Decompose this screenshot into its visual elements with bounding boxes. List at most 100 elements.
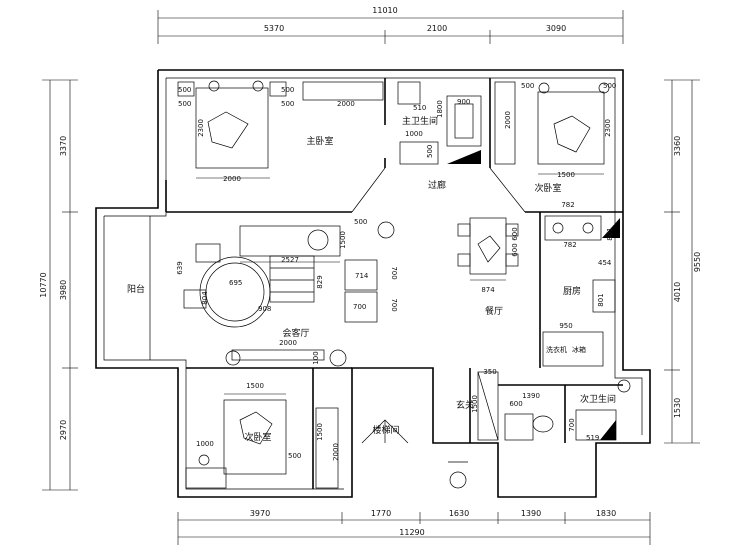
right-dim-1: 3360 — [673, 136, 682, 156]
right-dim-2: 4010 — [673, 282, 682, 302]
sw-desk — [185, 467, 227, 489]
bottom-dim-2: 1770 — [371, 509, 391, 518]
svg-text:519: 519 — [586, 434, 599, 442]
kitchen-stove — [544, 215, 602, 241]
dining-label: 餐厅 — [485, 305, 503, 317]
svg-text:2300: 2300 — [197, 119, 205, 137]
guest-basin — [532, 415, 554, 433]
svg-text:500: 500 — [288, 452, 301, 460]
master-bedroom-label: 主卧室 — [306, 135, 333, 147]
svg-text:801: 801 — [606, 227, 614, 240]
left-dim-2: 3980 — [59, 280, 68, 300]
wash-basin — [399, 141, 439, 165]
svg-text:500: 500 — [354, 218, 367, 226]
fridge-label: 冰箱 — [572, 345, 586, 354]
lounge-chair — [195, 243, 221, 263]
stair-label: 楼梯间 — [372, 424, 399, 436]
svg-text:639: 639 — [176, 261, 184, 274]
svg-text:782: 782 — [561, 201, 574, 209]
kitchen-label: 厨房 — [563, 285, 581, 297]
ne-bed — [537, 91, 605, 165]
balcony-label: 阳台 — [127, 283, 145, 295]
person-figure-entry — [449, 471, 467, 489]
svg-text:600: 600 — [509, 400, 522, 408]
side-chair — [183, 289, 207, 309]
master-wardrobe — [302, 81, 384, 101]
svg-text:1390: 1390 — [522, 392, 540, 400]
kitchen: 782 782 454 801 801 950 洗衣机 冰箱 厨房 — [542, 201, 620, 367]
tv-cabinet — [231, 349, 325, 361]
ne-bedroom-label: 次卧室 — [534, 182, 561, 194]
right-dimension: 3360 4010 1530 9550 — [664, 79, 702, 444]
guest-bath-label: 次卫生间 — [580, 393, 616, 405]
svg-text:829: 829 — [316, 275, 324, 288]
svg-text:500: 500 — [178, 100, 191, 108]
svg-text:700: 700 — [353, 303, 366, 311]
bottom-dim-4: 1390 — [521, 509, 541, 518]
svg-text:900: 900 — [457, 98, 470, 106]
svg-text:600: 600 — [511, 227, 519, 240]
top-dim-3: 3090 — [546, 24, 566, 33]
dining-table — [469, 217, 507, 275]
toilet — [397, 81, 421, 105]
svg-text:600: 600 — [511, 243, 519, 256]
round-stool — [329, 349, 347, 367]
right-total-dim: 9550 — [693, 252, 702, 272]
kitchen-counter-lower — [542, 331, 604, 367]
svg-text:804: 804 — [201, 291, 209, 305]
left-total-dim: 10770 — [39, 272, 48, 297]
svg-text:500: 500 — [178, 86, 191, 94]
svg-text:1500: 1500 — [316, 423, 324, 441]
nightstand-right — [269, 81, 287, 97]
top-dimension: 11010 5370 2100 3090 — [157, 6, 624, 44]
bottom-dim-1: 3970 — [250, 509, 270, 518]
svg-text:700: 700 — [568, 418, 576, 431]
svg-text:454: 454 — [598, 259, 612, 267]
ne-second-bedroom: 500 500 2000 2300 1500 次卧室 — [494, 81, 616, 194]
right-dim-3: 1530 — [673, 398, 682, 418]
svg-text:2000: 2000 — [223, 175, 241, 183]
armchair-b — [344, 291, 378, 323]
svg-text:908: 908 — [258, 305, 271, 313]
master-bath-label: 主卫生间 — [402, 115, 438, 127]
shower-head-icon — [617, 379, 631, 393]
sw-bed — [223, 399, 287, 475]
svg-text:1500: 1500 — [471, 395, 479, 413]
master-bath: 900 1000 510 500 1800 主卫生间 — [397, 81, 482, 165]
left-dim-1: 3370 — [59, 136, 68, 156]
guest-bath: 600 1390 519 700 次卫生间 — [504, 379, 631, 442]
nightstand-left — [177, 81, 195, 97]
svg-text:500: 500 — [521, 82, 534, 90]
svg-text:700: 700 — [390, 298, 398, 311]
exterior-walls — [95, 69, 651, 498]
bottom-dim-5: 1830 — [596, 509, 616, 518]
top-dim-2: 2100 — [427, 24, 447, 33]
sw-wardrobe — [315, 407, 339, 489]
ne-wardrobe — [494, 81, 516, 165]
svg-text:500: 500 — [426, 145, 434, 158]
living-room: 2527 500 1500 714 700 700 700 908 695 80… — [176, 218, 398, 367]
svg-text:500: 500 — [281, 100, 294, 108]
svg-text:2527: 2527 — [281, 256, 299, 264]
svg-text:1500: 1500 — [339, 231, 347, 249]
washer-label: 洗衣机 — [546, 345, 567, 354]
svg-text:950: 950 — [559, 322, 572, 330]
svg-text:2000: 2000 — [279, 339, 297, 347]
bottom-dimension: 3970 1770 1630 1390 1830 11290 — [177, 509, 651, 545]
svg-text:782: 782 — [563, 241, 576, 249]
svg-text:2000: 2000 — [504, 111, 512, 129]
svg-text:1800: 1800 — [436, 100, 444, 118]
svg-text:1500: 1500 — [246, 382, 264, 390]
svg-text:874: 874 — [481, 286, 495, 294]
top-total-dim: 11010 — [372, 6, 397, 15]
master-bed — [195, 87, 269, 169]
kitchen-sink — [592, 279, 616, 313]
svg-text:510: 510 — [413, 104, 426, 112]
svg-text:2000: 2000 — [332, 443, 340, 461]
armchair-a — [344, 259, 378, 291]
shoe-cabinet — [477, 371, 499, 441]
svg-text:2300: 2300 — [604, 119, 612, 137]
living-room-label: 会客厅 — [282, 327, 309, 339]
svg-text:714: 714 — [355, 272, 369, 280]
